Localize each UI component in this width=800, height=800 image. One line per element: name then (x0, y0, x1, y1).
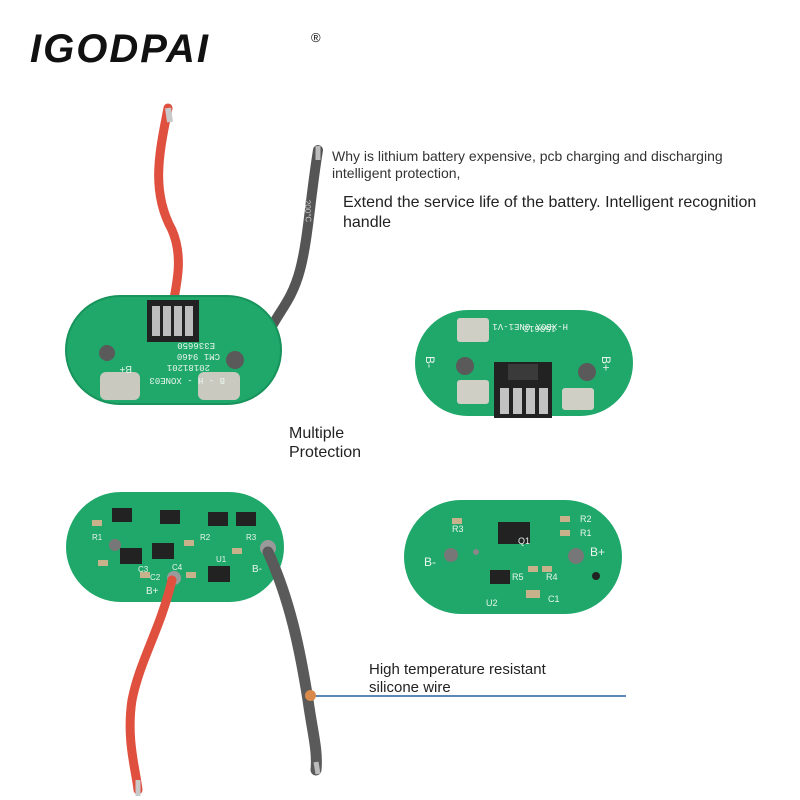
svg-text:CM1 9460: CM1 9460 (177, 351, 220, 361)
svg-text:E336650: E336650 (177, 340, 215, 350)
svg-text:B+: B+ (599, 356, 613, 371)
svg-text:B - H - XONE03: B - H - XONE03 (149, 375, 225, 385)
caption-silicone-wire: High temperature resistant silicone wire (369, 661, 546, 696)
caption-why-expensive: Why is lithium battery expensive, pcb ch… (332, 148, 723, 181)
svg-text:R1: R1 (92, 533, 103, 542)
svg-text:20181201: 20181201 (167, 362, 210, 372)
svg-text:B-: B- (423, 356, 437, 368)
svg-text:R1: R1 (580, 528, 592, 538)
svg-text:R2: R2 (580, 514, 592, 524)
svg-text:B+: B+ (590, 545, 605, 559)
svg-text:C1: C1 (548, 594, 560, 604)
pcb-top-left: 200°C B - H - XONE03 20181201 CM1 9460 E… (65, 103, 323, 405)
brand-logo: IGODPAI ® (30, 27, 321, 71)
svg-text:IGODPAI: IGODPAI (30, 27, 210, 71)
svg-text:R3: R3 (452, 524, 464, 534)
svg-text:C4: C4 (172, 563, 183, 572)
svg-text:B-: B- (252, 564, 262, 575)
svg-text:U1: U1 (216, 555, 227, 564)
caption-extend-life: Extend the service life of the battery. … (343, 194, 757, 231)
svg-text:200°C: 200°C (303, 200, 313, 223)
caption-pointer-line (311, 695, 626, 697)
svg-text:R4: R4 (546, 572, 558, 582)
svg-text:H-XBOX ONE1-V1: H-XBOX ONE1-V1 (492, 321, 568, 331)
svg-text:R2: R2 (200, 533, 211, 542)
svg-text:B-: B- (424, 555, 436, 569)
svg-text:U2: U2 (486, 598, 498, 608)
svg-text:C3: C3 (138, 565, 149, 574)
svg-text:Q1: Q1 (518, 536, 530, 546)
caption-multiple-protection: Multiple Protection (289, 425, 362, 461)
svg-text:B+: B+ (146, 586, 159, 597)
svg-text:B+: B+ (119, 363, 132, 374)
caption-pointer-dot (305, 690, 316, 701)
svg-text:R3: R3 (246, 533, 257, 542)
svg-text:®: ® (311, 30, 321, 45)
pcb-top-right: H-XBOX ONE1-V1 150612 B- B+ (415, 310, 633, 418)
svg-text:C2: C2 (150, 573, 161, 582)
svg-text:150612: 150612 (524, 323, 556, 333)
svg-text:R5: R5 (512, 572, 524, 582)
